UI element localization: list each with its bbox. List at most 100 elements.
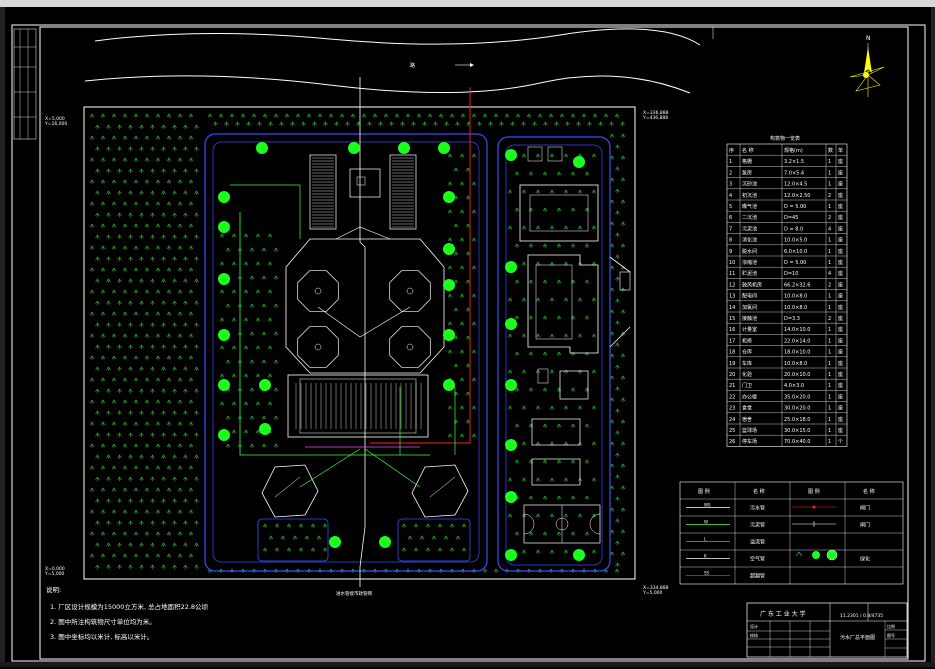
north-arrow-icon: N: [849, 35, 885, 97]
svg-text:1: 1: [828, 204, 831, 210]
svg-text:7: 7: [729, 226, 732, 232]
svg-text:设计: 设计: [750, 623, 758, 629]
svg-text:17: 17: [729, 338, 735, 344]
svg-text:4: 4: [828, 226, 831, 232]
svg-text:食堂: 食堂: [742, 405, 752, 412]
svg-text:宿舍: 宿舍: [742, 416, 752, 423]
svg-text:1: 1: [828, 238, 831, 244]
svg-text:座: 座: [838, 416, 843, 423]
svg-text:座: 座: [838, 225, 843, 232]
svg-text:阀门: 阀门: [860, 505, 870, 512]
svg-text:21: 21: [729, 383, 735, 389]
svg-text:10: 10: [729, 260, 735, 266]
svg-text:座: 座: [838, 158, 843, 165]
svg-text:1. 厂区设计规模为15000立方米, 总占地面积22.8公: 1. 厂区设计规模为15000立方米, 总占地面积22.8公顷: [50, 602, 209, 611]
svg-text:规格(m): 规格(m): [784, 147, 803, 154]
river-bank-bottom: [84, 75, 691, 94]
svg-text:9: 9: [729, 249, 732, 255]
svg-text:名 称: 名 称: [742, 147, 754, 154]
svg-text:2. 图中所注构筑物尺寸单位均为米。: 2. 图中所注构筑物尺寸单位均为米。: [50, 617, 156, 626]
svg-text:图 例: 图 例: [698, 488, 710, 495]
primary-clarifier-left: [309, 154, 337, 230]
svg-text:8: 8: [729, 238, 732, 244]
svg-text:溢流管: 溢流管: [750, 539, 765, 546]
svg-text:座: 座: [838, 169, 843, 176]
main-gate: [609, 256, 631, 348]
svg-text:26: 26: [729, 439, 735, 445]
svg-text:座: 座: [838, 214, 843, 221]
svg-text:曝气池: 曝气池: [742, 203, 757, 210]
tree-icons: [218, 142, 585, 561]
svg-text:超越管: 超越管: [750, 573, 765, 580]
svg-text:广 东 工 业 大 学: 广 东 工 业 大 学: [760, 610, 806, 618]
design-notes: 说明: 1. 厂区设计规模为15000立方米, 总占地面积22.8公顷 2. 图…: [46, 585, 209, 641]
secondary-clarifier-right: [411, 464, 469, 518]
svg-text:D=10: D=10: [784, 271, 798, 277]
svg-text:座: 座: [838, 203, 843, 210]
svg-text:1: 1: [729, 159, 732, 165]
svg-text:接触池: 接触池: [742, 315, 757, 322]
svg-text:座: 座: [838, 360, 843, 367]
inner-frame: [39, 26, 909, 660]
digester-group: [297, 270, 431, 368]
svg-text:污泥池: 污泥池: [742, 225, 757, 232]
svg-text:座: 座: [838, 248, 843, 255]
svg-text:校核: 校核: [750, 632, 758, 638]
svg-text:22: 22: [729, 394, 735, 400]
svg-text:空气管: 空气管: [750, 556, 765, 563]
svg-text:1: 1: [828, 159, 831, 165]
svg-text:座: 座: [838, 315, 843, 322]
pipe-network: [230, 77, 471, 587]
svg-text:停车场: 停车场: [742, 438, 757, 445]
svg-text:加氯间: 加氯间: [742, 304, 757, 311]
svg-text:座: 座: [838, 393, 843, 400]
left-edge: [0, 7, 5, 662]
svg-text:配电间: 配电间: [742, 293, 757, 300]
svg-text:25: 25: [729, 428, 735, 434]
svg-text:座: 座: [838, 326, 843, 333]
svg-text:1: 1: [828, 294, 831, 300]
primary-clarifier-right: [389, 154, 417, 230]
svg-text:座: 座: [838, 349, 843, 356]
svg-text:1: 1: [828, 417, 831, 423]
svg-text:化验: 化验: [742, 371, 752, 378]
svg-text:座: 座: [838, 293, 843, 300]
svg-text:名 称: 名 称: [863, 488, 875, 495]
svg-text:座: 座: [838, 181, 843, 188]
svg-text:22.0×14.0: 22.0×14.0: [784, 338, 810, 344]
svg-text:3: 3: [729, 182, 732, 188]
svg-text:1: 1: [828, 394, 831, 400]
basketball-court: [523, 504, 601, 544]
svg-text:W: W: [704, 520, 708, 525]
svg-text:座: 座: [838, 382, 843, 389]
svg-text:2: 2: [828, 316, 831, 322]
svg-text:座: 座: [838, 371, 843, 378]
svg-text:座: 座: [838, 270, 843, 277]
svg-text:二沉池: 二沉池: [742, 214, 757, 221]
svg-text:序: 序: [729, 147, 734, 154]
svg-text:1: 1: [828, 170, 831, 176]
svg-text:11: 11: [729, 271, 735, 277]
grit-chamber: [349, 168, 381, 198]
svg-text:D = 5.00: D = 5.00: [784, 260, 806, 266]
svg-text:70.0×40.0: 70.0×40.0: [784, 439, 810, 445]
svg-text:座: 座: [838, 304, 843, 311]
svg-text:座: 座: [838, 259, 843, 266]
outer-frame: [11, 24, 926, 662]
svg-text:1: 1: [828, 327, 831, 333]
svg-text:14.0×10.0: 14.0×10.0: [784, 327, 810, 333]
svg-text:座: 座: [838, 337, 843, 344]
svg-text:单: 单: [838, 147, 843, 154]
svg-text:10.0×5.0: 10.0×5.0: [784, 238, 807, 244]
svg-text:个: 个: [838, 439, 843, 445]
svg-text:座: 座: [838, 405, 843, 412]
svg-text:6: 6: [729, 215, 732, 221]
dormitory-building: [527, 254, 599, 354]
svg-text:构筑物一览表: 构筑物一览表: [770, 135, 800, 142]
svg-text:贮泥池: 贮泥池: [742, 270, 757, 277]
svg-text:19: 19: [729, 361, 735, 367]
